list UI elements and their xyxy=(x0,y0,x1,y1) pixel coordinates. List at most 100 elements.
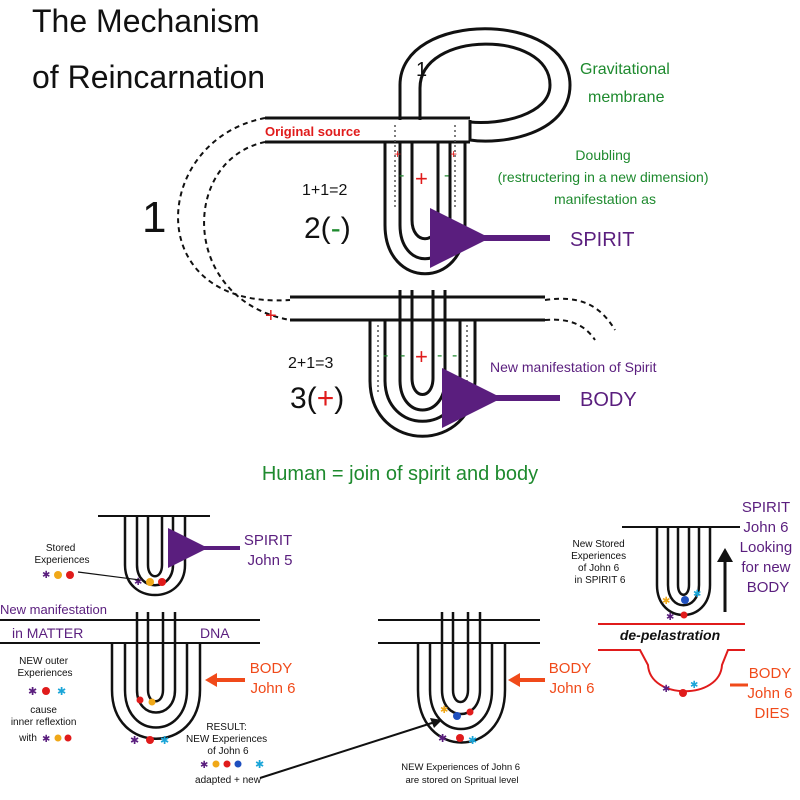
top-membrane xyxy=(265,116,470,144)
body-label: BODY xyxy=(580,389,637,411)
minus-sign-6: - xyxy=(452,347,457,364)
new-manifestation-label: New manifestation xyxy=(0,602,107,617)
spirit-label: SPIRIT xyxy=(570,229,634,251)
dot-icon xyxy=(456,734,464,742)
new-outer-label: NEW outer Experiences xyxy=(17,656,72,679)
minus-sign-3: - xyxy=(383,347,388,364)
dies-cup xyxy=(598,649,745,693)
star-icon: ✱ xyxy=(42,570,50,581)
dot-icon xyxy=(54,571,62,579)
dot-icon xyxy=(42,687,50,695)
star-icon: ✱ xyxy=(160,735,169,747)
star-icon: ✱ xyxy=(662,596,670,607)
body6-left-arrowhead xyxy=(205,673,217,687)
plus-sign-body: + xyxy=(415,344,428,369)
spirit-tube-dots xyxy=(394,125,456,210)
result-label: RESULT: NEW Experiences of John 6 xyxy=(186,722,270,757)
body6-mid-label: BODY John 6 xyxy=(549,660,595,697)
body6-left-tube xyxy=(110,612,202,740)
spirit5-label: SPIRIT John 5 xyxy=(244,532,296,569)
plus-sign-small-2: + xyxy=(450,147,457,161)
dot-icon xyxy=(453,712,461,720)
star-icon: ✱ xyxy=(468,735,477,747)
dot-icon xyxy=(234,760,242,768)
cause-label: cause inner reflextion with xyxy=(11,705,79,744)
stored-experiences-label: Stored Experiences xyxy=(34,543,89,566)
star-icon: ✱ xyxy=(666,612,674,623)
minus-sign-4: - xyxy=(400,347,405,364)
human-caption: Human = join of spirit and body xyxy=(262,463,538,485)
big-one: 1 xyxy=(142,193,166,242)
spirit6-label: SPIRIT John 6 Looking for new BODY xyxy=(740,499,797,596)
dashed-loop xyxy=(177,117,616,341)
two-minus: 2(-) xyxy=(304,212,351,245)
title-line1: The Mechanism xyxy=(32,3,260,39)
original-label: Original source xyxy=(265,124,360,139)
result-arrowhead xyxy=(430,718,442,728)
dot-icon xyxy=(66,571,74,579)
plus-sign-center: + xyxy=(415,166,428,191)
star-icon: ✱ xyxy=(662,684,670,695)
dot-icon xyxy=(223,760,231,768)
dot-icon xyxy=(158,578,166,586)
spirit6-experiences: ✱ ✱ ✱ xyxy=(662,589,701,623)
dot-icon xyxy=(146,578,154,586)
dies-label: BODY John 6 DIES xyxy=(747,665,796,722)
dot-icon xyxy=(54,734,62,742)
body6-left-label: BODY John 6 xyxy=(250,660,296,697)
up-arrowhead xyxy=(717,548,733,562)
star-icon: ✱ xyxy=(130,735,139,747)
dot-icon xyxy=(681,596,689,604)
body-tube-dots xyxy=(377,325,468,395)
doubling-label: Doubling (restructering in a new dimensi… xyxy=(498,147,713,207)
star-icon: ✱ xyxy=(440,705,448,716)
middle-membrane xyxy=(290,295,545,322)
star-icon: ✱ xyxy=(42,734,50,745)
dot-icon xyxy=(680,611,688,619)
star-icon: ✱ xyxy=(693,589,701,600)
new-manifestation-spirit-label: New manifestation of Spirit xyxy=(490,359,657,375)
star-icon: ✱ xyxy=(200,760,208,771)
stored-pointer xyxy=(77,571,141,581)
minus-sign-1: - xyxy=(399,167,404,184)
dna-label: DNA xyxy=(200,625,230,641)
in-matter-label: in MATTER xyxy=(12,625,83,641)
dot-icon xyxy=(466,708,474,716)
dot-icon xyxy=(148,698,156,706)
loop-number: 1 xyxy=(416,59,427,81)
result-to-spirit-arrow xyxy=(259,721,436,779)
star-icon: ✱ xyxy=(134,577,142,588)
star-icon: ✱ xyxy=(438,733,447,745)
dies-experiences: ✱ ✱ xyxy=(662,680,698,697)
equation-1: 1+1=2 xyxy=(302,182,347,199)
dot-icon xyxy=(679,689,687,697)
star-icon: ✱ xyxy=(57,686,66,698)
minus-sign-2: - xyxy=(444,167,449,184)
body6-left-experiences: ✱ ✱ xyxy=(130,696,169,747)
body6-mid-experiences: ✱ ✱ ✱ xyxy=(438,705,477,747)
title-line2: of Reincarnation xyxy=(32,59,265,95)
star-icon: ✱ xyxy=(690,680,698,691)
body6-mid-arrowhead xyxy=(508,673,520,687)
depelastration-label: de-pelastration xyxy=(620,627,720,643)
result-experiences: ✱ ✱ xyxy=(200,759,264,771)
minus-sign-5: - xyxy=(437,347,442,364)
gravitational-label: Gravitational membrane xyxy=(580,61,674,106)
gravitational-loop xyxy=(398,27,572,143)
dot-icon xyxy=(146,736,154,744)
star-icon: ✱ xyxy=(255,759,264,771)
dot-icon xyxy=(136,696,144,704)
spirit-tube xyxy=(383,142,467,276)
body6-mid-tube xyxy=(416,612,507,744)
plus-sign-small-1: + xyxy=(394,147,401,161)
new-exp-stored-label: NEW Experiences of John 6 are stored on … xyxy=(401,762,522,786)
three-plus: 3(+) xyxy=(290,382,344,415)
spirit5-experiences: ✱ xyxy=(134,577,166,588)
new-stored-spirit6-label: New Stored Experiences of John 6 in SPIR… xyxy=(571,539,629,586)
equation-2: 2+1=3 xyxy=(288,355,333,372)
plus-sign-left: + xyxy=(265,305,277,327)
dot-icon xyxy=(212,760,220,768)
star-icon: ✱ xyxy=(28,686,37,698)
dot-icon xyxy=(64,734,72,742)
